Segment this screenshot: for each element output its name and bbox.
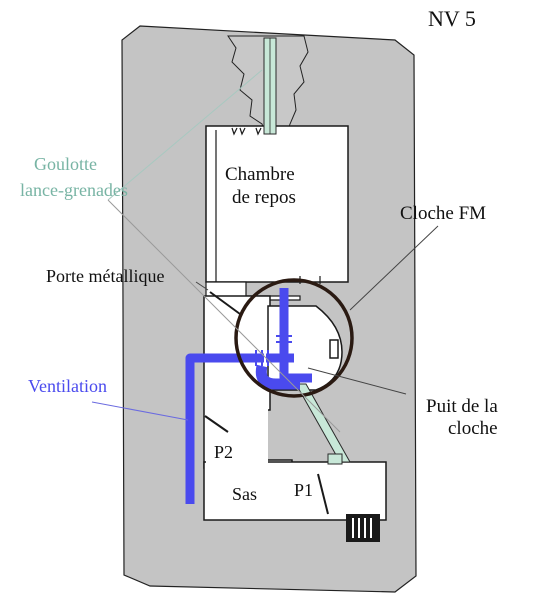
cloche-fm-label: Cloche FM (400, 203, 486, 224)
cloche-fm-circle (234, 278, 354, 398)
door-p1 (317, 473, 329, 515)
goulotte-label-line1: Goulotte (34, 154, 97, 174)
door-p2-label: P2 (214, 442, 233, 462)
stairs (346, 514, 380, 542)
chambre-de-repos-room (205, 125, 349, 283)
goulotte-outlet (327, 453, 343, 465)
puit-label-line1: Puit de la (426, 396, 498, 417)
ventilation-fitting (255, 364, 300, 390)
sas-label: Sas (232, 484, 257, 504)
porte-metallique-label: Porte métallique (46, 266, 164, 286)
leader-lines (91, 69, 439, 433)
sas-interior (206, 464, 384, 518)
puit-label-line2: cloche (448, 418, 498, 439)
goulotte-channel-lower (295, 383, 351, 463)
chambre-label-line2: de repos (232, 187, 296, 208)
door-p1-label: P1 (294, 480, 313, 500)
level-title: NV 5 (428, 6, 476, 31)
ventilation-label: Ventilation (28, 376, 107, 396)
porte-metallique-door (209, 291, 241, 315)
ventilation-valves (255, 335, 292, 366)
goulotte-label-line2: lance-grenades (20, 180, 128, 200)
cloche-slot (329, 339, 339, 359)
chambre-label-line1: Chambre (225, 164, 295, 185)
door-p2 (204, 415, 229, 433)
